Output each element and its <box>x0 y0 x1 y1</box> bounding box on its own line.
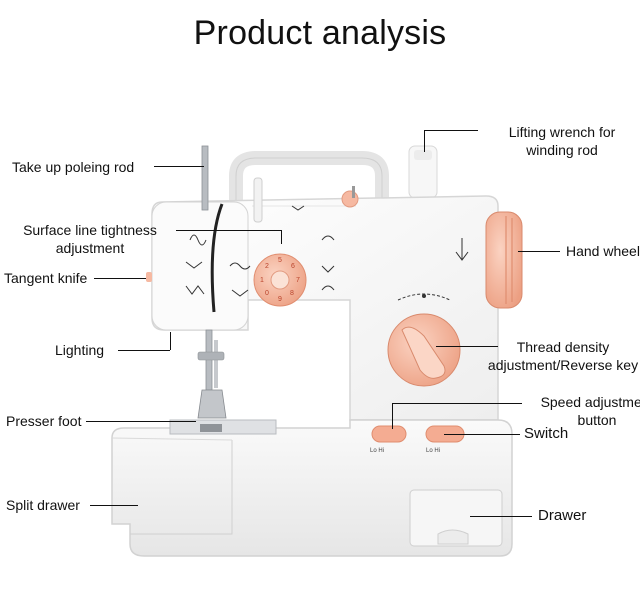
leader-lighting-v <box>170 332 171 350</box>
svg-text:0: 0 <box>265 290 269 297</box>
leader-lifting-wrench-h <box>424 130 478 131</box>
leader-speed-button-h <box>392 403 522 404</box>
drawer <box>409 489 503 547</box>
page-title: Product analysis <box>193 14 447 52</box>
leader-drawer <box>470 516 532 517</box>
leader-surface-tightness-v <box>281 230 282 244</box>
hand-wheel <box>485 211 523 309</box>
label-take-up-rod: Take up poleing rod <box>12 159 135 175</box>
svg-text:6: 6 <box>291 263 295 270</box>
label-drawer: Drawer <box>538 507 587 524</box>
svg-text:8: 8 <box>290 290 294 297</box>
svg-text:7: 7 <box>296 277 300 284</box>
svg-text:9: 9 <box>278 296 282 303</box>
label-lighting: Lighting <box>55 342 105 358</box>
leader-lighting-h <box>118 350 170 351</box>
leader-thread-density <box>436 346 498 347</box>
svg-text:2: 2 <box>265 263 269 270</box>
leader-lifting-wrench-v <box>424 130 425 152</box>
label-split-drawer: Split drawer <box>6 497 80 513</box>
svg-text:5: 5 <box>278 257 282 264</box>
label-hand-wheel: Hand wheel <box>566 243 640 259</box>
label-tangent-knife: Tangent knife <box>4 270 88 286</box>
leader-speed-button-v <box>392 403 393 429</box>
leader-tangent-knife <box>94 278 146 279</box>
leader-take-up-rod <box>154 166 204 167</box>
label-switch: Switch <box>524 425 569 442</box>
leader-switch <box>444 434 520 435</box>
label-thread-density: Thread density adjustment/Reverse key <box>487 339 639 373</box>
leader-hand-wheel <box>518 251 560 252</box>
label-surface-tightness: Surface line tightness adjustment <box>23 222 157 256</box>
leader-presser-foot <box>86 421 196 422</box>
leader-split-drawer <box>90 505 138 506</box>
svg-text:Lo Hi: Lo Hi <box>370 448 384 454</box>
take-up-rod <box>201 145 209 211</box>
leader-surface-tightness-h <box>176 230 282 231</box>
label-lifting-wrench: Lifting wrench for winding rod <box>508 124 616 158</box>
label-presser-foot: Presser foot <box>6 413 82 429</box>
label-speed-button: Speed adjustment button <box>540 394 640 428</box>
svg-text:1: 1 <box>260 277 264 284</box>
svg-text:Lo Hi: Lo Hi <box>426 448 440 454</box>
presser-foot <box>197 389 227 419</box>
speed-button <box>371 425 407 443</box>
